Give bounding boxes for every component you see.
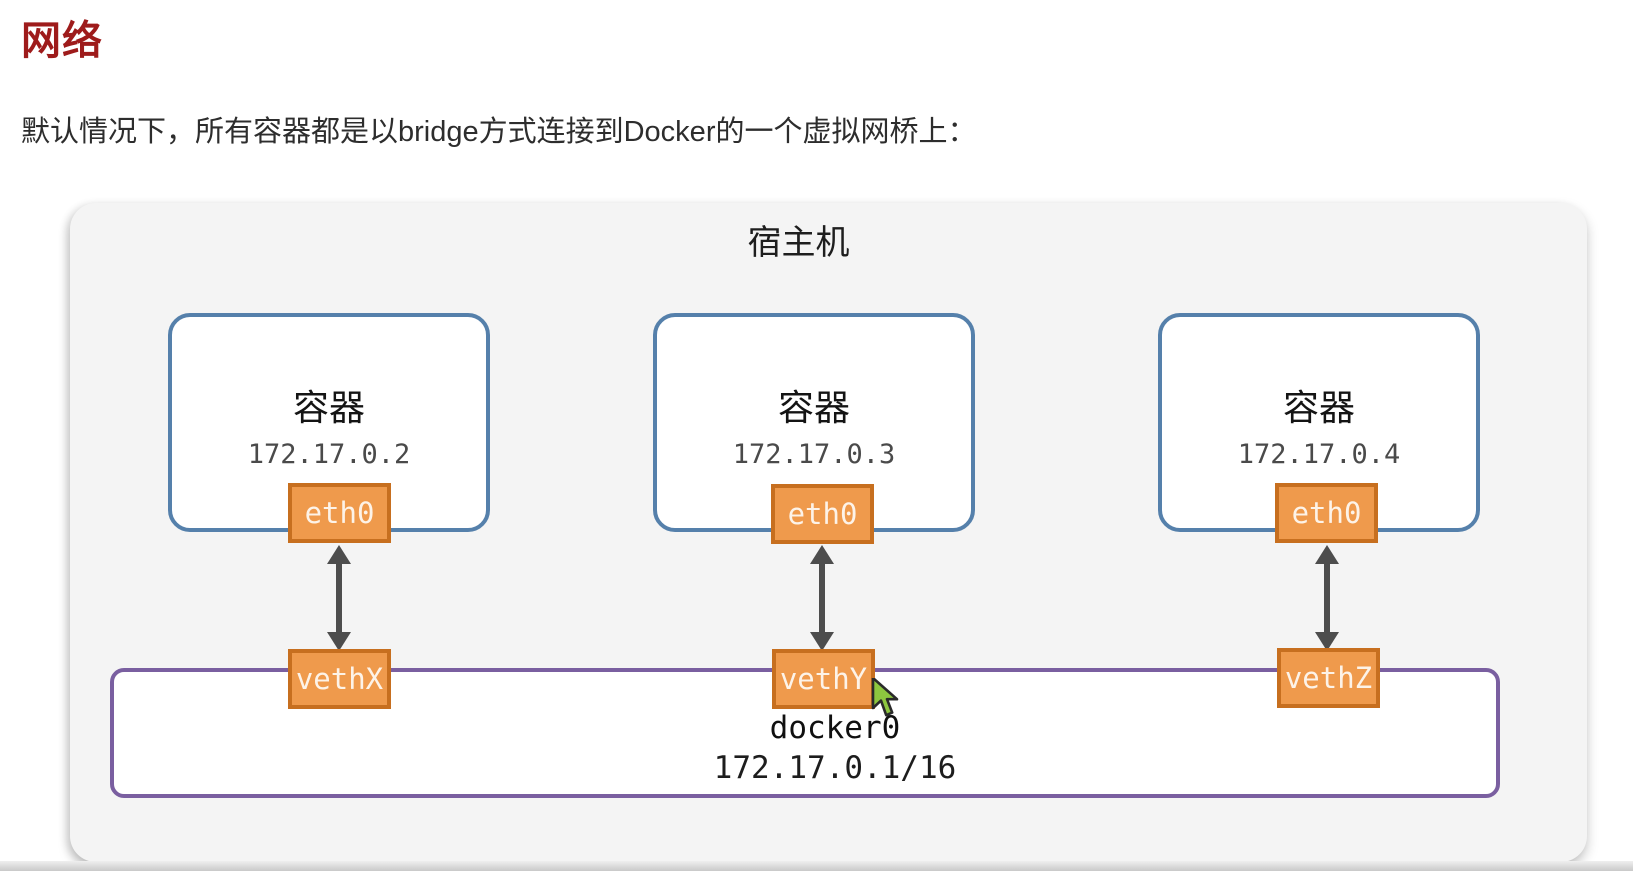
eth0-box-3: eth0 <box>1275 483 1378 543</box>
host-machine-label: 宿主机 <box>747 224 850 262</box>
bridge-cidr: 172.17.0.1/16 <box>713 750 957 786</box>
eth0-box-2: eth0 <box>771 484 874 544</box>
vethY-box: vethY <box>772 649 875 709</box>
intro-text: 默认情况下，所有容器都是以bridge方式连接到Docker的一个虚拟网桥上： <box>21 116 977 148</box>
double-arrow-connector-3 <box>1315 545 1339 651</box>
double-arrow-connector-1 <box>327 545 351 651</box>
vethX-box: vethX <box>288 649 391 709</box>
container-ip: 172.17.0.4 <box>1237 439 1401 470</box>
mouse-pointer-icon <box>871 678 899 717</box>
container-ip: 172.17.0.3 <box>732 439 896 470</box>
page-title: 网络 <box>21 19 103 63</box>
container-ip: 172.17.0.2 <box>247 439 411 470</box>
container-label: 容器 <box>777 387 850 428</box>
page-bottom-edge <box>0 861 1633 871</box>
double-arrow-connector-2 <box>810 545 834 651</box>
eth0-box-1: eth0 <box>288 483 391 543</box>
container-label: 容器 <box>1282 387 1355 428</box>
bridge-name: docker0 <box>769 710 901 746</box>
vethZ-box: vethZ <box>1277 648 1380 708</box>
host-machine-box: 宿主机 容器 172.17.0.2 容器 172.17.0.3 容器 172.1… <box>70 203 1587 862</box>
container-label: 容器 <box>292 387 365 428</box>
